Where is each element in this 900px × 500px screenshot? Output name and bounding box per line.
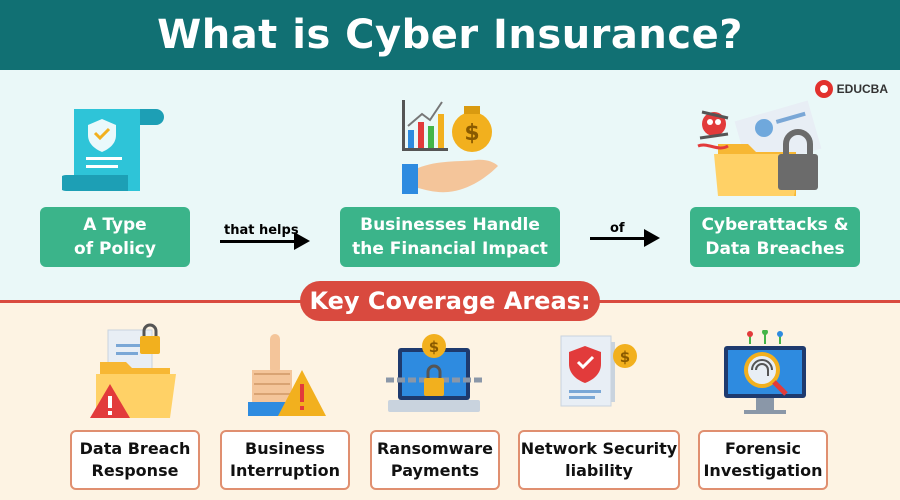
coverage-item-label: Response	[91, 461, 179, 480]
coverage-item-label: Investigation	[703, 461, 823, 480]
connector-label-helps: that helps	[224, 223, 299, 238]
coverage-item-label: liability	[565, 461, 633, 480]
coverage-item-network-security: Network Security liability	[518, 430, 680, 490]
educba-logo-icon	[814, 80, 833, 98]
folder-lock-skull-icon	[697, 100, 822, 196]
svg-text:$: $	[429, 338, 439, 356]
svg-text:$: $	[620, 348, 630, 366]
flow-box-businesses: Businesses Handle the Financial Impact	[340, 207, 560, 267]
header-banner: What is Cyber Insurance?	[0, 0, 900, 70]
flow-box-policy-line1: A Type	[83, 215, 147, 235]
coverage-heading: Key Coverage Areas:	[300, 281, 600, 321]
coverage-item-label: Payments	[390, 461, 480, 480]
flow-box-policy-line2: of Policy	[74, 239, 156, 259]
coverage-item-label: Business	[245, 439, 325, 458]
flow-box-policy: A Type of Policy	[40, 207, 190, 267]
flow-box-cyberattacks: Cyberattacks & Data Breaches	[690, 207, 860, 267]
hand-warning-icon	[248, 334, 326, 416]
document-shield-icon: $	[560, 335, 637, 407]
coverage-item-label: Data Breach	[79, 439, 191, 458]
flow-box-businesses-line2: the Financial Impact	[352, 239, 548, 259]
policy-scroll-icon	[62, 109, 164, 191]
connector-arrow-2	[590, 229, 660, 247]
monitor-fingerprint-icon	[724, 330, 806, 414]
laptop-chain-lock-icon: $	[386, 334, 482, 412]
coverage-item-label: Interruption	[230, 461, 340, 480]
coverage-item-label: Ransomware	[376, 439, 493, 458]
flow-box-cyberattacks-line2: Data Breaches	[705, 239, 845, 259]
brand-logo: EDUCBA	[814, 80, 888, 98]
flow-box-businesses-line1: Businesses Handle	[360, 215, 540, 235]
brand-name: EDUCBA	[836, 82, 888, 96]
connector-arrow-1	[220, 232, 310, 250]
svg-text:$: $	[464, 121, 479, 146]
page-title: What is Cyber Insurance?	[157, 12, 743, 58]
flow-box-cyberattacks-line1: Cyberattacks &	[701, 215, 849, 235]
coverage-item-label: Network Security	[520, 439, 678, 458]
money-growth-hand-icon: $	[402, 100, 498, 194]
coverage-item-label: Forensic	[725, 439, 801, 458]
connector-label-of: of	[610, 221, 625, 236]
folder-lock-warning-icon	[90, 323, 176, 418]
